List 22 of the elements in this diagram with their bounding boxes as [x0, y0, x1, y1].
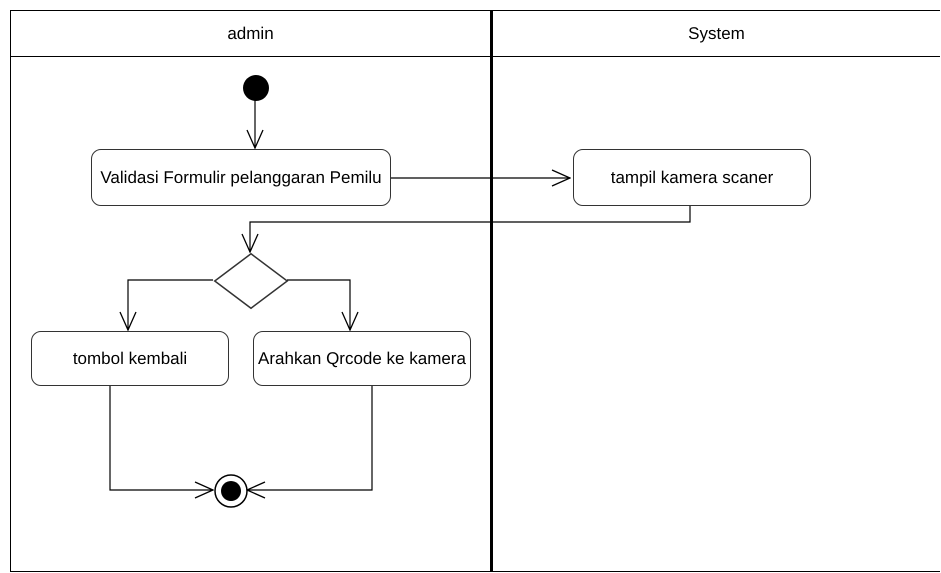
activity-box: [253, 331, 471, 386]
arrow: [241, 205, 691, 253]
lane-title: System: [688, 24, 745, 44]
activity-label: Arahkan Qrcode ke kamera: [258, 348, 466, 370]
arrow: [287, 279, 359, 331]
arrow: [246, 100, 264, 149]
activity-label: tombol kembali: [72, 348, 188, 370]
initial-node: [243, 75, 269, 101]
decision-diamond: [214, 253, 288, 309]
activity-box: [31, 331, 229, 386]
swimlane: [10, 10, 490, 572]
arrow: [390, 169, 571, 187]
activity-box: [91, 149, 391, 206]
activity-box: [573, 149, 811, 206]
final-node: [214, 474, 248, 508]
lane-title: admin: [227, 24, 274, 44]
arrow: [246, 385, 373, 499]
activity-label: tampil kamera scaner: [610, 166, 774, 188]
arrow: [119, 279, 213, 331]
activity-label: Validasi Formulir pelanggaran Pemilu: [100, 166, 382, 188]
swimlane: [490, 10, 940, 572]
arrow: [109, 385, 214, 499]
